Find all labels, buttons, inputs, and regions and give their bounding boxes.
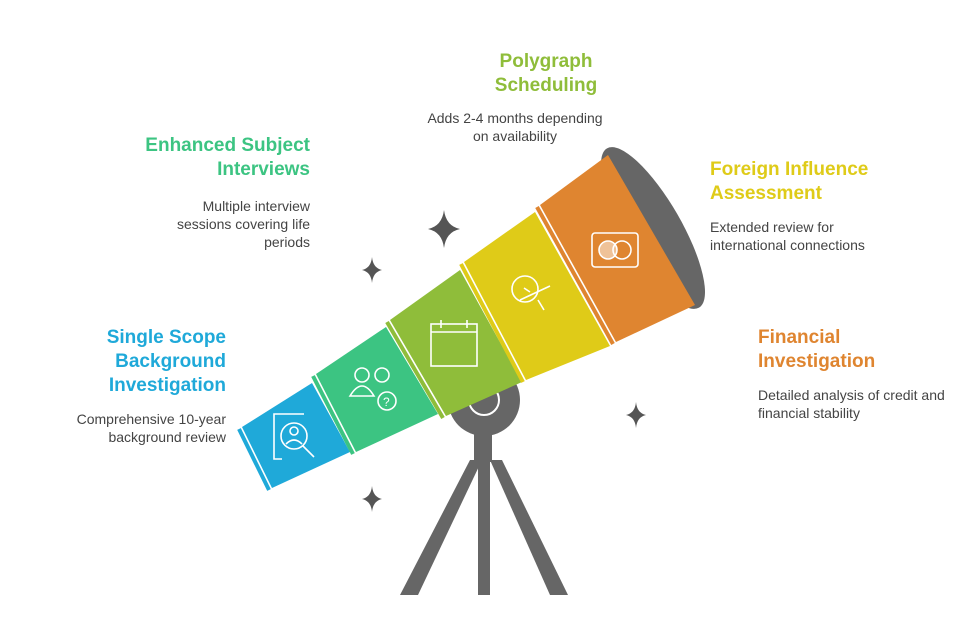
item-desc: Comprehensive 10-year background review xyxy=(76,411,226,445)
calendar-icon xyxy=(430,320,478,367)
item-desc: Multiple interview sessions covering lif… xyxy=(176,198,310,250)
telescope-segment xyxy=(316,327,438,452)
svg-text:?: ? xyxy=(383,395,390,409)
item-desc: Detailed analysis of credit and financia… xyxy=(758,387,945,421)
search-person-icon xyxy=(273,413,315,460)
segment-rim xyxy=(459,263,525,383)
people-question-icon: ? xyxy=(348,367,397,411)
segment-rim xyxy=(385,320,445,420)
globe-plane-icon xyxy=(511,275,551,311)
item-desc: Adds 2-4 months depending on availabilit… xyxy=(427,110,603,144)
telescope-segment xyxy=(390,270,522,416)
telescope-segment xyxy=(242,383,350,488)
item-title: Foreign Influence Assessment xyxy=(710,159,869,204)
item-title: Financial Investigation xyxy=(758,327,876,372)
lens xyxy=(601,147,705,309)
item-title: Polygraph Scheduling xyxy=(494,51,598,96)
telescope-segment xyxy=(464,212,610,380)
segment-rim xyxy=(535,206,615,345)
tripod xyxy=(400,430,568,595)
credit-card-icon xyxy=(591,232,639,268)
sparkles xyxy=(362,210,646,512)
segment-rim xyxy=(311,375,355,455)
item-title: Single Scope Background Investigation xyxy=(106,327,226,396)
segment-rim xyxy=(237,428,271,491)
item-title: Enhanced Subject Interviews xyxy=(145,135,310,180)
item-desc: Extended review for international connec… xyxy=(710,219,865,253)
